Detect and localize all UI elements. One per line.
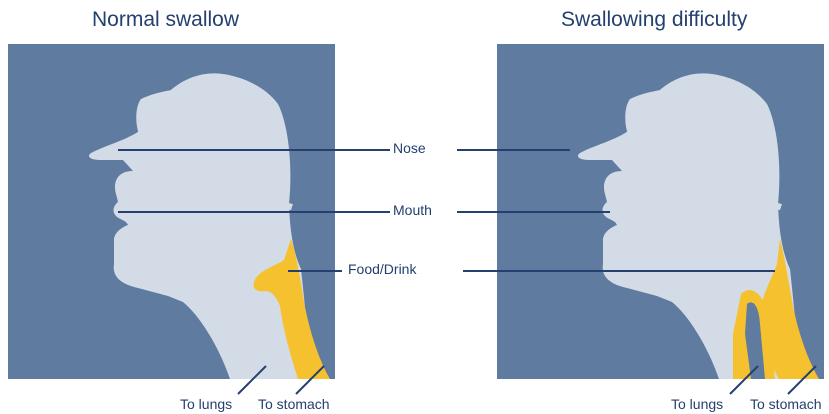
label-food-drink: Food/Drink	[345, 261, 419, 277]
stomach-leader-left	[296, 366, 324, 394]
stomach-leader-right	[788, 366, 816, 394]
lungs-leader-right	[730, 366, 758, 394]
label-to-stomach-left: To stomach	[258, 396, 330, 412]
label-to-lungs-right: To lungs	[671, 396, 723, 412]
lungs-leader-left	[238, 366, 266, 394]
label-to-lungs-left: To lungs	[180, 396, 232, 412]
label-to-stomach-right: To stomach	[750, 396, 822, 412]
label-mouth: Mouth	[390, 202, 435, 218]
label-nose: Nose	[390, 140, 429, 156]
